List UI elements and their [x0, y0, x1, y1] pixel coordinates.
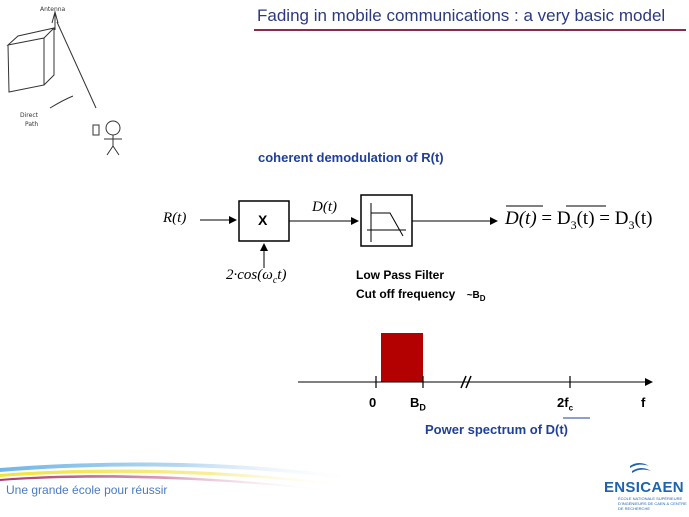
output-term-3-end: (t) [634, 208, 653, 229]
block-diagram [200, 194, 606, 268]
person-head-sketch [105, 120, 121, 136]
antenna-sketch [51, 10, 59, 30]
spectrum-diagram [298, 333, 653, 419]
tick-bd-sub: D [419, 402, 426, 413]
footer-decoration [0, 462, 360, 491]
local-oscillator-label: 2·cos(ωct) [226, 267, 286, 286]
lo-label-end: t) [277, 267, 287, 283]
ensicaen-logo-subtext: ÉCOLE NATIONALE SUPÉRIEURE D'INGÉNIEURS … [618, 496, 687, 511]
output-expression: D(t) = D3(t) = D3(t) [505, 208, 652, 233]
slide-title: Fading in mobile communications : a very… [257, 6, 666, 25]
spectrum-caption-prefix: Power spectrum of [425, 422, 546, 437]
direct-path-label-line2: Path [25, 121, 39, 128]
mixer-output-label: D(t) [312, 199, 337, 215]
output-term-3: D [614, 208, 629, 229]
filter-cutoff-prefix: ~B [466, 290, 480, 301]
output-eq-2: = [599, 208, 611, 229]
building-sketch [6, 27, 56, 93]
person-body-sketch [104, 135, 122, 156]
output-term-3-sub: 3 [628, 217, 635, 232]
phone-sketch [92, 124, 100, 136]
output-term-1: D(t) [505, 208, 537, 229]
mixer-label: X [258, 212, 268, 228]
filter-caption-line1: Low Pass Filter [356, 268, 445, 282]
antenna-label: Antenna [40, 6, 66, 13]
tick-bd-label: BD [410, 395, 426, 413]
filter-cutoff-sub: D [479, 294, 486, 303]
ensicaen-logo-text: ENSICAEN [604, 479, 684, 496]
tick-bd-main: B [410, 395, 420, 410]
direct-path-line [56, 21, 97, 109]
section-heading: coherent demodulation of R(t) [258, 150, 444, 165]
footer-tagline: Une grande école pour réussir [6, 483, 168, 497]
output-term-2-sub: 3 [570, 217, 577, 232]
filter-symbol-icon [367, 203, 406, 242]
tick-2fc-main: 2f [557, 395, 569, 410]
spectrum-band [381, 333, 423, 382]
frequency-axis-label: f [641, 395, 646, 410]
spectrum-caption: Power spectrum of D(t) [425, 422, 568, 437]
spectrum-caption-signal: D(t) [545, 422, 569, 437]
lo-label-sub: c [272, 275, 278, 286]
filter-caption-text: Cut off frequency [356, 287, 456, 301]
direct-path-label-line1: Direct [20, 112, 38, 119]
tick-2fc-label: 2fc [557, 395, 573, 413]
title-underline [254, 29, 686, 31]
filter-cutoff: ~BD [466, 290, 486, 303]
output-term-2: D [556, 208, 571, 229]
ensicaen-logo-icon [630, 463, 651, 473]
output-eq-1: = [541, 208, 553, 229]
filter-caption-line2: Cut off frequency ~BD [356, 287, 486, 303]
lo-label-main: 2·cos(ω [226, 267, 273, 283]
tick-2fc-sub: c [568, 403, 574, 413]
axis-break-icon [460, 375, 472, 389]
output-term-2-end: (t) [576, 208, 595, 229]
input-signal-label: R(t) [163, 210, 187, 226]
sketch-illustration [6, 10, 122, 156]
low-pass-filter-box [360, 194, 413, 247]
tick-zero-label: 0 [369, 395, 377, 410]
direct-path-pointer [49, 95, 74, 109]
mixer-box [238, 200, 290, 242]
